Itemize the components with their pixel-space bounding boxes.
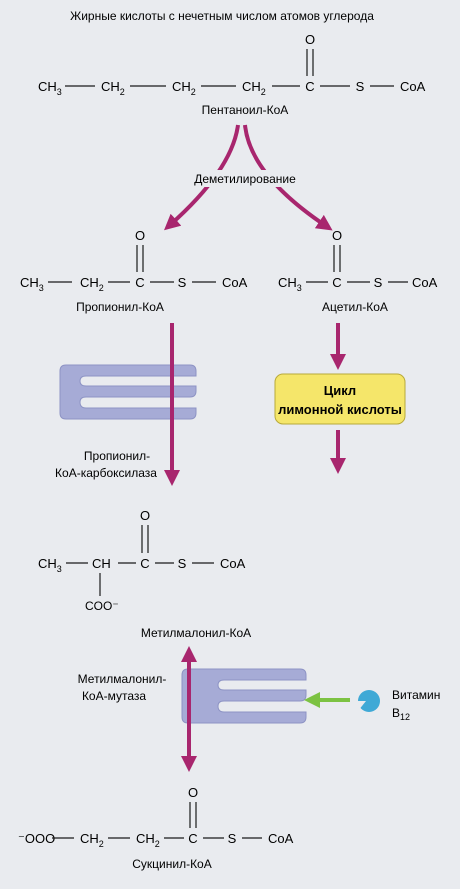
atom-coa: CoA bbox=[412, 275, 438, 290]
tca-cycle-box: Цикл лимонной кислоты bbox=[274, 373, 406, 425]
succinyl-coa-name: Сукцинил-КоА bbox=[132, 857, 212, 871]
atom-ch: CH bbox=[92, 556, 111, 571]
enzyme2-line2: КоА-мутаза bbox=[82, 689, 146, 703]
atom-ch3: CH3 bbox=[38, 556, 62, 574]
propionyl-coa-formula: CH3 CH2 C O S CoA bbox=[20, 228, 248, 293]
atom-oxygen: O bbox=[140, 508, 150, 523]
tca-line2: лимонной кислоты bbox=[278, 402, 402, 417]
atom-ch3: CH3 bbox=[278, 275, 302, 293]
enzyme2-line1: Метилмалонил- bbox=[78, 672, 167, 686]
atom-s: S bbox=[356, 79, 365, 94]
atom-ch2-1: CH2 bbox=[101, 79, 125, 97]
atom-c: C bbox=[135, 275, 144, 290]
atom-s: S bbox=[178, 275, 187, 290]
vitamin-line1: Витамин bbox=[392, 688, 440, 702]
atom-coa: CoA bbox=[268, 831, 294, 846]
atom-c: C bbox=[140, 556, 149, 571]
pentanoyl-coa-name: Пентаноил-КоА bbox=[202, 103, 289, 117]
atom-coo: COO⁻ bbox=[85, 599, 119, 613]
atom-oxygen: O bbox=[332, 228, 342, 243]
atom-coa: CoA bbox=[220, 556, 246, 571]
vitamin-line2: B12 bbox=[392, 706, 410, 722]
atom-ch2-2: CH2 bbox=[136, 831, 160, 849]
atom-ch2-2: CH2 bbox=[172, 79, 196, 97]
header-title: Жирные кислоты с нечетным числом атомов … bbox=[70, 9, 374, 23]
atom-s: S bbox=[178, 556, 187, 571]
enzyme1-line2: КоА-карбоксилаза bbox=[55, 466, 157, 480]
tca-line1: Цикл bbox=[324, 383, 356, 398]
atom-s: S bbox=[228, 831, 237, 846]
methylmalonyl-coa-name: Метилмалонил-КоА bbox=[141, 626, 251, 640]
pentanoyl-coa-formula: CH3 CH2 CH2 CH2 C O S CoA bbox=[38, 32, 426, 97]
atom-ch2-3: CH2 bbox=[242, 79, 266, 97]
step1-label-bg bbox=[187, 170, 303, 187]
atom-ch3: CH3 bbox=[38, 79, 62, 97]
atom-oxygen: O bbox=[188, 785, 198, 800]
propionyl-coa-name: Пропионил-КоА bbox=[76, 300, 164, 314]
atom-s: S bbox=[374, 275, 383, 290]
mutase-enzyme-shape bbox=[181, 668, 307, 724]
carboxylase-enzyme-shape bbox=[59, 364, 197, 420]
atom-c: C bbox=[305, 79, 314, 94]
acetyl-coa-name: Ацетил-КоА bbox=[322, 300, 388, 314]
demethylation-label: Деметилирование bbox=[194, 172, 296, 186]
enzyme1-line1: Пропионил- bbox=[84, 449, 150, 463]
atom-coa: CoA bbox=[222, 275, 248, 290]
atom-ch2-1: CH2 bbox=[80, 831, 104, 849]
atom-coa: CoA bbox=[400, 79, 426, 94]
atom-oxygen: O bbox=[135, 228, 145, 243]
atom-oxygen: O bbox=[305, 32, 315, 47]
succinyl-coa-formula: ⁻OOO CH2 CH2 C O S CoA bbox=[18, 785, 294, 849]
atom-ch2: CH2 bbox=[80, 275, 104, 293]
atom-ch3: CH3 bbox=[20, 275, 44, 293]
acetyl-coa-formula: CH3 C O S CoA bbox=[278, 228, 438, 293]
vitamin-ball-icon bbox=[358, 690, 380, 712]
atom-c: C bbox=[332, 275, 341, 290]
atom-carboxylate: ⁻OOO bbox=[18, 831, 55, 846]
atom-c: C bbox=[188, 831, 197, 846]
methylmalonyl-coa-formula: CH3 CH COO⁻ C O S CoA bbox=[38, 508, 246, 613]
